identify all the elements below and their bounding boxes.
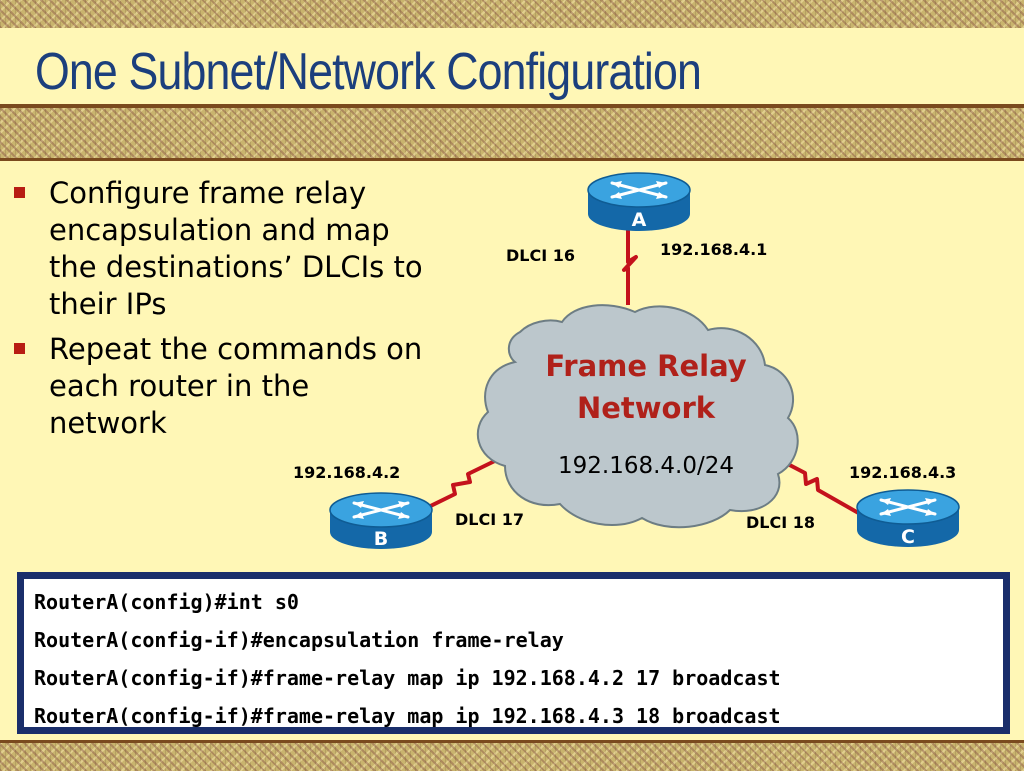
bullet-item-repeat: Repeat the commands on each router in th… (14, 331, 434, 442)
title-band (0, 28, 1024, 106)
serial-link-icon (779, 458, 863, 517)
router-icon (587, 172, 691, 231)
router-label-b: B (374, 528, 388, 550)
bottom-texture-band (0, 740, 1024, 771)
router-c-ip: 192.168.4.3 (849, 463, 956, 482)
cloud-title-line2: Network (577, 391, 716, 425)
command-box: RouterA(config)#int s0 RouterA(config-if… (17, 572, 1010, 734)
serial-link-icon (407, 454, 506, 519)
cloud-subnet: 192.168.4.0/24 (558, 453, 734, 479)
router-icon (856, 489, 960, 547)
router-b-ip: 192.168.4.2 (293, 463, 400, 482)
router-c: C (856, 489, 960, 548)
router-label-a: A (632, 209, 647, 231)
command-box-inner: RouterA(config)#int s0 RouterA(config-if… (23, 578, 1004, 728)
cloud-title-line1: Frame Relay (545, 349, 746, 383)
cloud-icon (476, 304, 799, 529)
command-line: RouterA(config)#int s0 (34, 590, 299, 614)
bullet-item-configure: Configure frame relay encapsulation and … (14, 175, 434, 323)
bullet-square-icon (14, 343, 25, 354)
router-a-ip: 192.168.4.1 (660, 240, 767, 259)
router-label-c: C (901, 526, 915, 548)
router-a: A (587, 172, 691, 231)
middle-texture-band (0, 108, 1024, 160)
router-b-dlci: DLCI 17 (455, 510, 524, 529)
bullet-text: Configure frame relay encapsulation and … (49, 176, 423, 321)
router-a-dlci: DLCI 16 (506, 246, 575, 265)
title-divider (0, 104, 1024, 108)
top-texture-band (0, 0, 1024, 28)
command-line: RouterA(config-if)#encapsulation frame-r… (34, 628, 564, 652)
middle-divider (0, 158, 1024, 161)
bullet-text: Repeat the commands on each router in th… (49, 332, 423, 440)
command-line: RouterA(config-if)#frame-relay map ip 19… (34, 704, 781, 728)
command-line: RouterA(config-if)#frame-relay map ip 19… (34, 666, 781, 690)
router-b: B (329, 492, 433, 550)
router-c-dlci: DLCI 18 (746, 513, 815, 532)
router-icon (329, 492, 433, 549)
page-title: One Subnet/Network Configuration (35, 43, 702, 101)
bullet-list: Configure frame relay encapsulation and … (14, 175, 434, 450)
serial-link-icon (622, 228, 638, 305)
bullet-square-icon (14, 187, 25, 198)
